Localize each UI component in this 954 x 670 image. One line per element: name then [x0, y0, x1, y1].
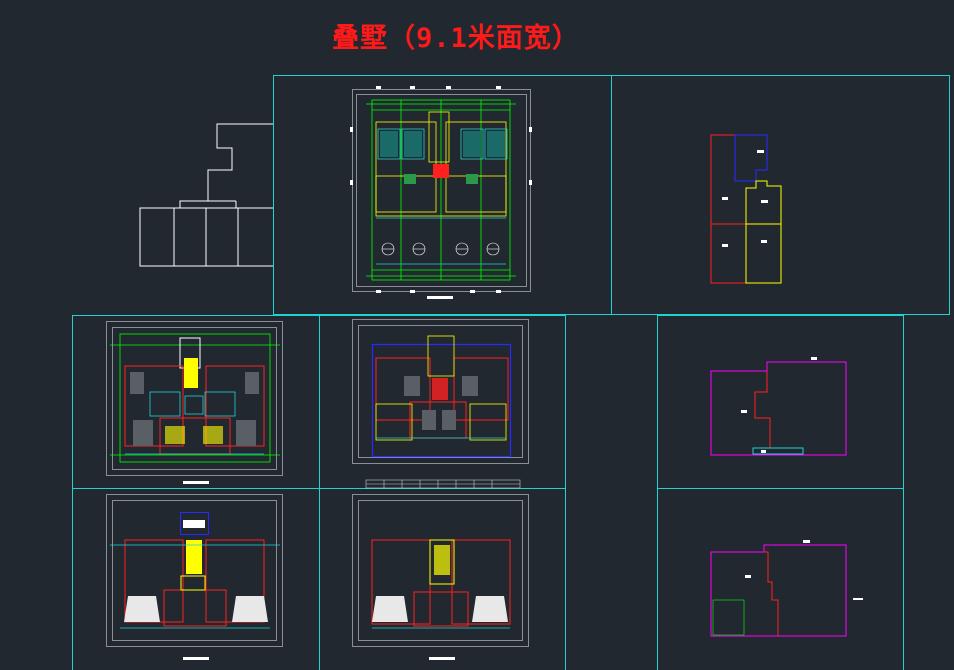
viewport-floor-plan-4: [319, 488, 566, 670]
massing-outline: [139, 123, 273, 267]
viewport-area-diagram-3: [657, 488, 904, 670]
area-diagram-1: [710, 134, 782, 284]
area-diagram-2: [710, 357, 847, 456]
viewport-area-diagram-2: [657, 315, 904, 489]
site-plan: [350, 86, 532, 299]
floor-plan-1: [106, 321, 283, 484]
floor-plan-4: [352, 494, 529, 660]
viewport-area-diagram-1: [611, 75, 950, 315]
floor-plan-3: [106, 494, 283, 660]
viewport-site-plan: [273, 75, 612, 315]
area-diagram-3: [710, 540, 863, 637]
floor-plan-2: [352, 319, 529, 489]
drawing-title: 叠墅（9.1米面宽）: [332, 23, 580, 54]
viewport-frames: [72, 75, 950, 670]
